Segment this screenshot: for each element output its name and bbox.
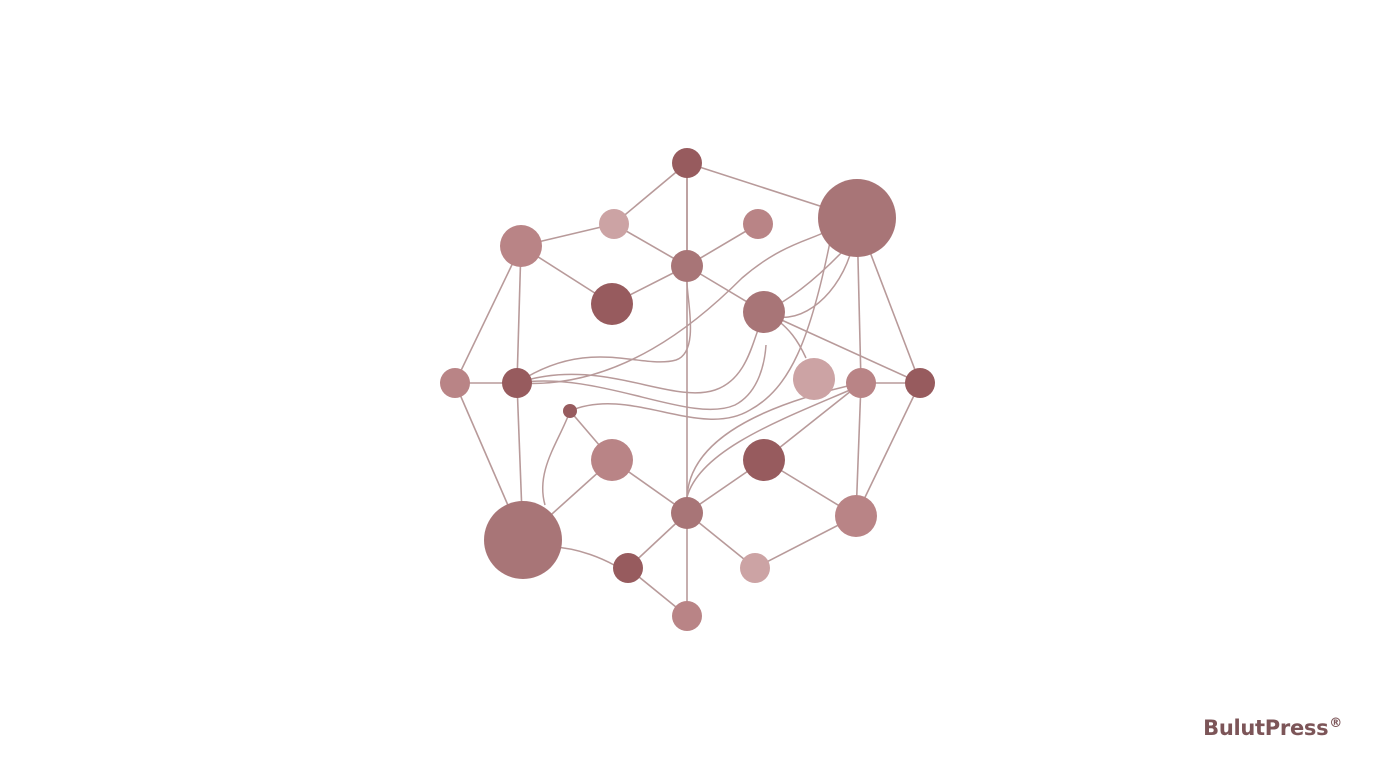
edge-ul-left: [454, 245, 522, 384]
brand-name: BulutPress: [1203, 716, 1329, 740]
flow-edge-10: [686, 382, 862, 498]
node-center-top: [671, 250, 703, 282]
node-center-bot: [671, 497, 703, 529]
node-sm-tr: [743, 209, 773, 239]
node-top: [672, 148, 702, 178]
edge-right-in-br: [855, 382, 862, 517]
node-br: [835, 495, 877, 537]
edge-ul-hub-l: [516, 245, 522, 384]
edge-right-br: [855, 382, 921, 517]
brand-logo: BulutPress®: [1203, 716, 1342, 740]
node-big-bl: [484, 501, 562, 579]
flow-edge-11: [686, 389, 851, 498]
node-lower-r: [743, 439, 785, 481]
node-pale-r: [793, 358, 835, 400]
node-bot-dark: [613, 553, 643, 583]
edge-top-pale-t: [613, 162, 688, 225]
flow-edge-1: [516, 281, 692, 384]
node-pale-t: [599, 209, 629, 239]
node-left: [440, 368, 470, 398]
flow-edge-12: [552, 546, 615, 566]
node-ul: [500, 225, 542, 267]
node-right: [905, 368, 935, 398]
node-lower-l: [591, 439, 633, 481]
node-hub-l: [502, 368, 532, 398]
flow-edge-2: [516, 329, 759, 394]
node-right-in: [846, 368, 876, 398]
flow-edge-9: [541, 410, 571, 506]
node-mid-r: [743, 291, 785, 333]
flow-edge-8: [569, 241, 831, 420]
node-dark-l: [591, 283, 633, 325]
flow-edge-4: [516, 231, 826, 385]
edge-mid-r-right: [763, 311, 921, 384]
node-bottom: [672, 601, 702, 631]
node-tiny: [563, 404, 577, 418]
node-layer: [440, 148, 935, 631]
node-bot-pale: [740, 553, 770, 583]
registered-mark: ®: [1329, 716, 1342, 731]
node-big-tr: [818, 179, 896, 257]
flow-edge-3: [516, 344, 767, 411]
